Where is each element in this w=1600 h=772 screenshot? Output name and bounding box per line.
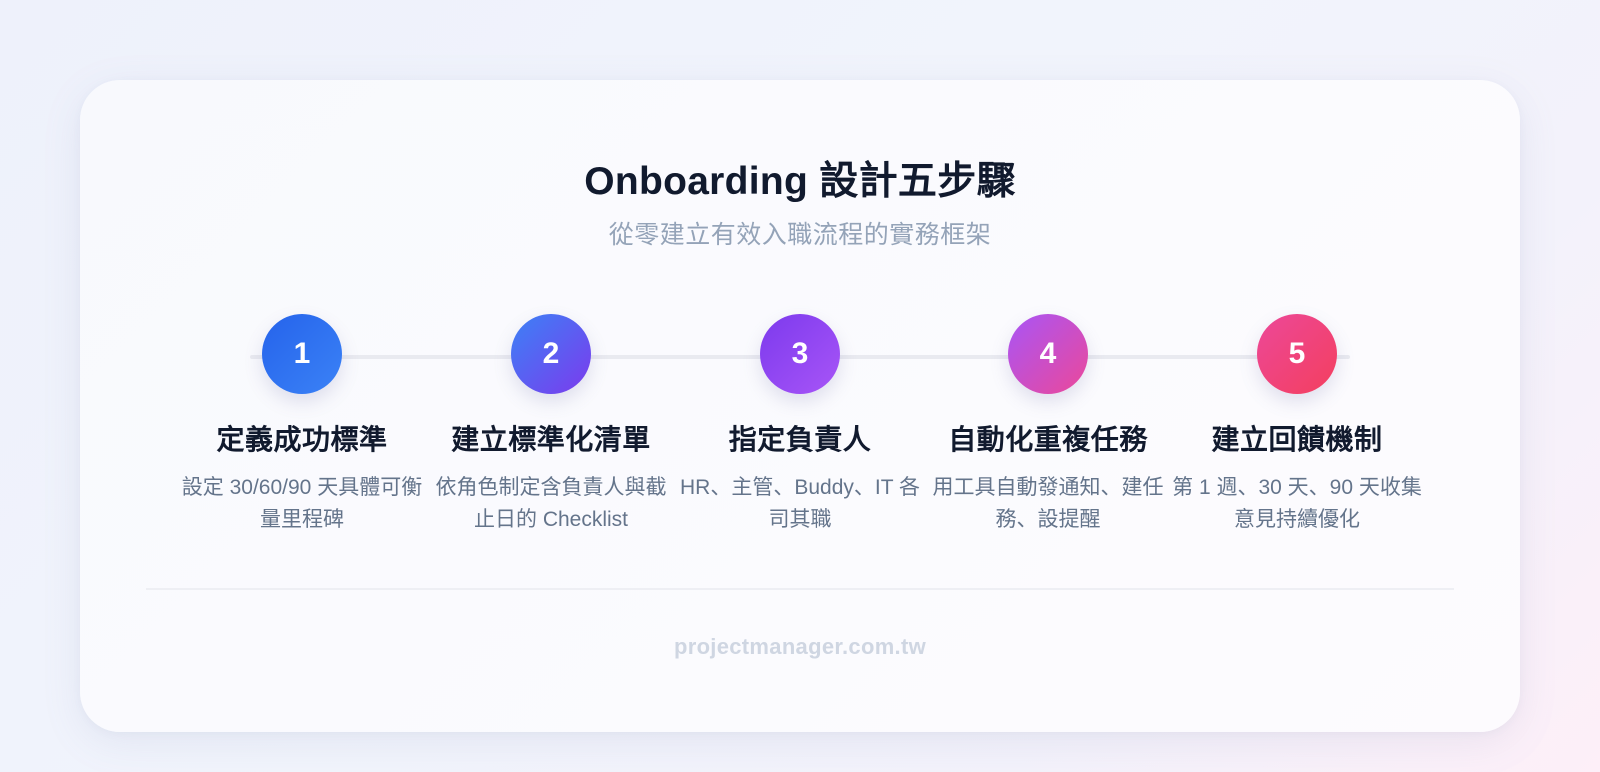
infographic-card: Onboarding 設計五步驟 從零建立有效入職流程的實務框架 1 定義成功標… (80, 80, 1520, 732)
step-4: 4 自動化重複任務 用工具自動發通知、建任務、設提醒 (923, 314, 1173, 536)
step-description: HR、主管、Buddy、IT 各司其職 (680, 476, 920, 531)
step-number-badge: 1 (262, 314, 342, 394)
steps-row: 1 定義成功標準 設定 30/60/90 天具體可衡量里程碑 2 建立標準化清單… (177, 314, 1423, 554)
step-number-badge: 3 (760, 314, 840, 394)
step-5: 5 建立回饋機制 第 1 週、30 天、90 天收集意見持續優化 (1172, 314, 1422, 536)
step-description: 設定 30/60/90 天具體可衡量里程碑 (181, 476, 423, 531)
step-description: 第 1 週、30 天、90 天收集意見持續優化 (1172, 476, 1422, 531)
step-number-badge: 4 (1008, 314, 1088, 394)
step-number: 1 (293, 337, 311, 370)
step-title: 定義成功標準 (216, 424, 388, 455)
step-description: 依角色制定含負責人與截止日的 Checklist (435, 476, 667, 531)
step-number-badge: 5 (1257, 314, 1337, 394)
step-title: 建立標準化清單 (451, 424, 651, 455)
page-title: Onboarding 設計五步驟 (584, 160, 1016, 203)
page-subtitle: 從零建立有效入職流程的實務框架 (608, 221, 992, 249)
step-title: 建立回饋機制 (1211, 424, 1383, 455)
step-title: 指定負責人 (728, 424, 872, 455)
step-2: 2 建立標準化清單 依角色制定含負責人與截止日的 Checklist (426, 314, 676, 536)
step-number: 2 (542, 337, 560, 370)
footer-divider (146, 588, 1454, 590)
step-number: 4 (1039, 337, 1057, 370)
step-number-badge: 2 (511, 314, 591, 394)
footer-url: projectmanager.com.tw (673, 634, 927, 659)
step-number: 5 (1288, 337, 1306, 370)
step-1: 1 定義成功標準 設定 30/60/90 天具體可衡量里程碑 (177, 314, 427, 536)
step-description: 用工具自動發通知、建任務、設提醒 (932, 476, 1164, 531)
step-3: 3 指定負責人 HR、主管、Buddy、IT 各司其職 (675, 314, 925, 536)
step-number: 3 (791, 337, 809, 370)
step-title: 自動化重複任務 (948, 424, 1148, 455)
